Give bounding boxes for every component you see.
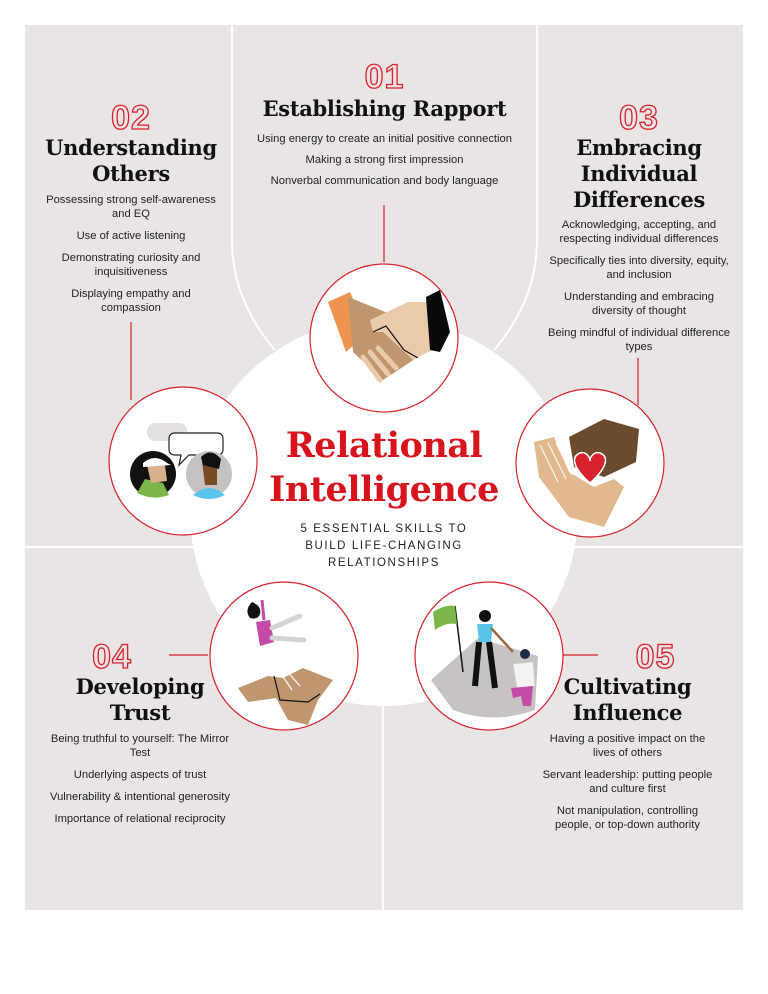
skill-number: 03 bbox=[618, 99, 659, 137]
skill-item: Using energy to create an initial positi… bbox=[257, 133, 512, 145]
skill-item: Being truthful to yourself: The Mirror T… bbox=[50, 733, 230, 759]
skill-item: Nonverbal communication and body languag… bbox=[270, 175, 499, 187]
skill-number: 01 bbox=[364, 58, 405, 96]
skill-title-line: Understanding bbox=[45, 135, 217, 160]
skill-item: Possessing strong self-awareness and EQ bbox=[46, 194, 216, 220]
skill-title-line: Cultivating bbox=[563, 674, 692, 699]
skill-item: Vulnerability & intentional generosity bbox=[50, 791, 230, 803]
trust-fall-icon bbox=[209, 581, 359, 731]
main-title: Relational Intelligence bbox=[234, 424, 534, 512]
skill-item: Displaying empathy and compassion bbox=[71, 288, 191, 314]
skill-title-line: Others bbox=[92, 161, 170, 186]
skill-item: Demonstrating curiosity and inquisitiven… bbox=[61, 252, 201, 278]
skill-number: 04 bbox=[91, 638, 132, 676]
skill-02-block: 02 Understanding Others Possessing stron… bbox=[40, 99, 222, 323]
skill-item: Servant leadership: putting people and c… bbox=[542, 769, 713, 795]
skill-number: 05 bbox=[635, 638, 676, 676]
skill-item: Use of active listening bbox=[76, 230, 186, 242]
conversation-icon bbox=[108, 386, 258, 536]
skill-item: Being mindful of individual difference t… bbox=[548, 327, 731, 353]
skill-01-block: 01 Establishing Rapport Using energy to … bbox=[232, 58, 537, 196]
skill-05-block: 05 Cultivating Influence Having a positi… bbox=[540, 638, 715, 840]
main-title-line: Intelligence bbox=[269, 469, 499, 510]
skill-title-line: Developing bbox=[75, 674, 205, 699]
skill-title: Establishing Rapport bbox=[262, 96, 507, 121]
skill-item: Acknowledging, accepting, and respecting… bbox=[559, 219, 719, 245]
skill-item: Importance of relational reciprocity bbox=[54, 813, 226, 825]
skill-number: 02 bbox=[110, 99, 151, 137]
heart-in-hands-icon bbox=[515, 388, 665, 538]
subtitle-line: 5 ESSENTIAL SKILLS TO bbox=[300, 523, 468, 535]
skill-title-line: Trust bbox=[109, 700, 171, 725]
skill-title-line: Embracing bbox=[576, 135, 702, 160]
skill-item: Underlying aspects of trust bbox=[73, 769, 207, 781]
skill-title-line: Influence bbox=[572, 700, 683, 725]
handshake-icon bbox=[309, 263, 459, 413]
helping-hand-summit-icon bbox=[414, 581, 564, 731]
skill-item: Not manipulation, controlling people, or… bbox=[555, 805, 700, 831]
main-title-line: Relational bbox=[285, 425, 483, 466]
skill-item: Specifically ties into diversity, equity… bbox=[549, 255, 729, 281]
skill-04-block: 04 Developing Trust Being truthful to yo… bbox=[50, 638, 230, 834]
skill-item: Understanding and embracing diversity of… bbox=[564, 291, 714, 317]
subtitle-line: BUILD LIFE-CHANGING bbox=[305, 540, 463, 552]
main-subtitle: 5 ESSENTIAL SKILLS TO BUILD LIFE-CHANGIN… bbox=[254, 521, 514, 572]
skill-item: Having a positive impact on the lives of… bbox=[549, 733, 706, 759]
skill-item: Making a strong first impression bbox=[305, 154, 464, 166]
skill-03-block: 03 Embracing Individual Differences Ackn… bbox=[548, 99, 731, 362]
subtitle-line: RELATIONSHIPS bbox=[328, 557, 440, 569]
skill-title-line: Individual bbox=[580, 161, 698, 186]
skill-title-line: Differences bbox=[573, 187, 705, 212]
